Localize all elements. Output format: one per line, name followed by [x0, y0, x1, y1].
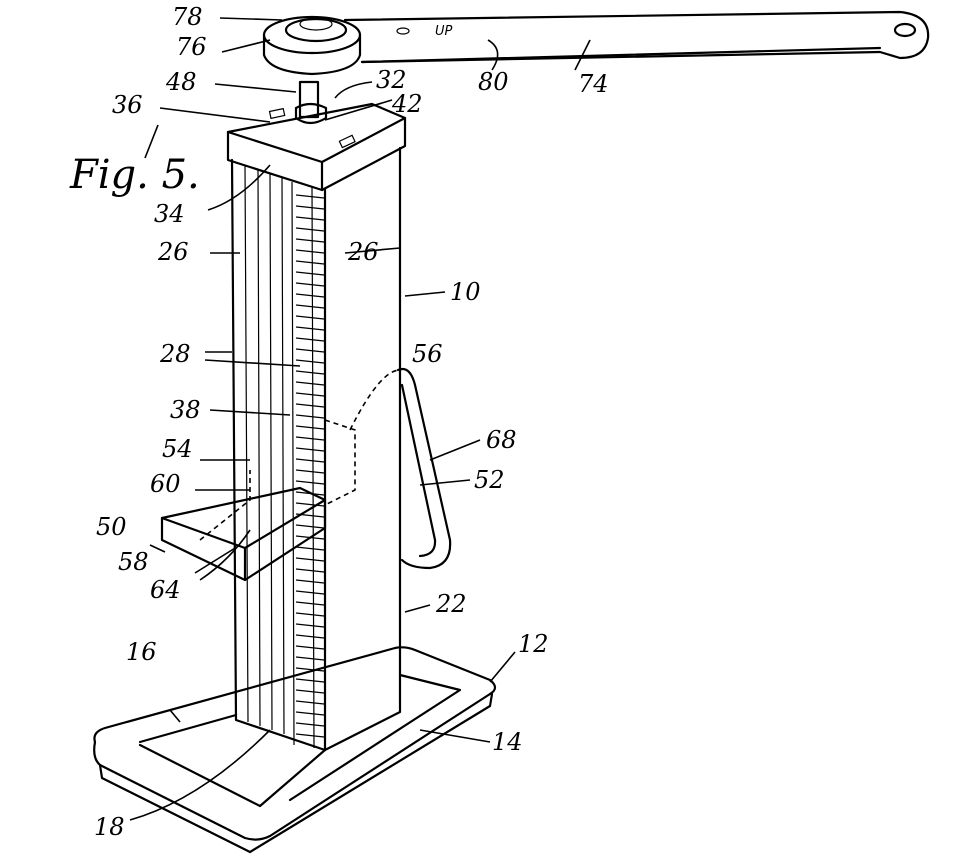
rack-tooth — [296, 294, 324, 297]
rack-tooth — [296, 195, 324, 198]
rack-tooth — [296, 404, 324, 407]
label-42: 42 — [391, 90, 423, 118]
wrench: UP — [264, 12, 928, 74]
label-60: 60 — [150, 470, 181, 498]
rack-teeth — [296, 195, 324, 737]
label-16: 16 — [126, 638, 157, 666]
rack-tooth — [296, 525, 324, 528]
label-10: 10 — [450, 278, 481, 306]
rack-tooth — [296, 283, 324, 286]
label-64: 64 — [150, 576, 181, 604]
rack-tooth — [296, 690, 324, 693]
label-18: 18 — [94, 813, 125, 841]
rack-tooth — [296, 393, 324, 396]
label-48: 48 — [165, 68, 197, 96]
rack-tooth — [296, 349, 324, 352]
rack-tooth — [296, 338, 324, 341]
label-74: 74 — [578, 70, 609, 98]
rack-tooth — [296, 712, 324, 715]
rack-tooth — [296, 657, 324, 660]
rack-tooth — [296, 448, 324, 451]
rack-tooth — [296, 217, 324, 220]
rack-tooth — [296, 481, 324, 484]
wrench-marking: UP — [435, 24, 453, 39]
rack-tooth — [296, 701, 324, 704]
rack-tooth — [296, 250, 324, 253]
rack-tooth — [296, 426, 324, 429]
rack-tooth — [296, 646, 324, 649]
rack-tooth — [296, 437, 324, 440]
label-56: 56 — [412, 340, 443, 368]
rack-tooth — [296, 239, 324, 242]
label-50: 50 — [96, 513, 127, 541]
label-28: 28 — [159, 340, 191, 368]
rack-tooth — [296, 459, 324, 462]
label-58: 58 — [118, 548, 149, 576]
rack-tooth — [296, 316, 324, 319]
label-14: 14 — [492, 728, 523, 756]
rack-tooth — [296, 723, 324, 726]
rack-tooth — [296, 734, 324, 737]
label-34: 34 — [154, 200, 185, 228]
base-plate — [94, 647, 495, 852]
label-36: 36 — [112, 91, 143, 119]
label-38: 38 — [170, 396, 201, 424]
rack-tooth — [296, 415, 324, 418]
label-22: 22 — [435, 590, 467, 618]
label-68: 68 — [486, 426, 517, 454]
figure-title: Fig. 5. — [69, 152, 200, 198]
rack-tooth — [296, 470, 324, 473]
label-76: 76 — [176, 33, 207, 61]
rack-tooth — [296, 228, 324, 231]
label-52: 52 — [474, 466, 505, 494]
rack-tooth — [296, 679, 324, 682]
label-26-left: 26 — [157, 238, 189, 266]
rack-tooth — [296, 613, 324, 616]
label-12: 12 — [518, 630, 549, 658]
top-cap — [228, 82, 405, 190]
rack-tooth — [296, 624, 324, 627]
rack-tooth — [296, 305, 324, 308]
rack-tooth — [296, 371, 324, 374]
rack-tooth — [296, 327, 324, 330]
rack-tooth — [296, 272, 324, 275]
label-80: 80 — [478, 68, 509, 96]
label-78: 78 — [172, 3, 203, 31]
handle — [398, 369, 450, 568]
rack-tooth — [296, 591, 324, 594]
rack-tooth — [296, 569, 324, 572]
rack-tooth — [296, 261, 324, 264]
rack-tooth — [296, 558, 324, 561]
label-54: 54 — [162, 435, 193, 463]
rack-tooth — [296, 580, 324, 583]
label-26-right: 26 — [347, 238, 379, 266]
rack-tooth — [296, 547, 324, 550]
rack-tooth — [296, 602, 324, 605]
rack-tooth — [296, 635, 324, 638]
rack-tooth — [296, 360, 324, 363]
rack-tooth — [296, 206, 324, 209]
rack-tooth — [296, 382, 324, 385]
